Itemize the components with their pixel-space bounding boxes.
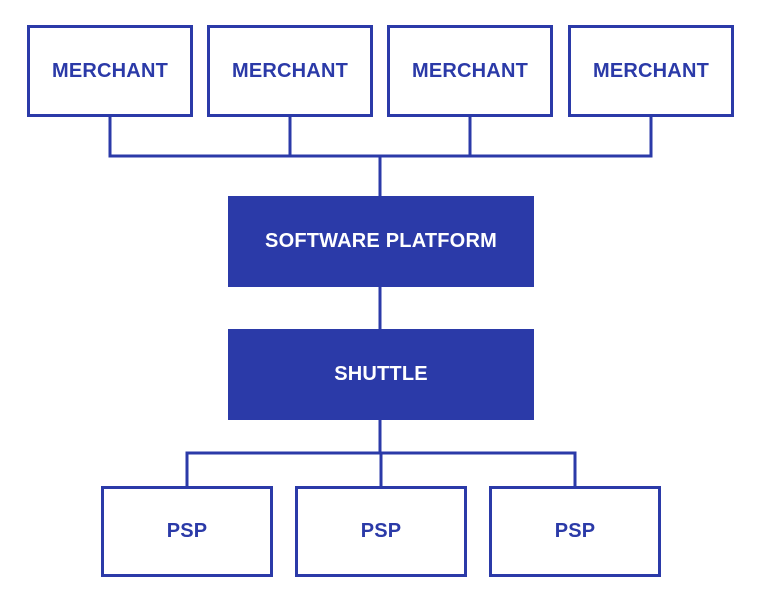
merchant-box-1: MERCHANT xyxy=(27,25,193,117)
shuttle-box: SHUTTLE xyxy=(228,329,534,420)
psp-label: PSP xyxy=(554,520,596,542)
merchant-label: MERCHANT xyxy=(231,59,349,82)
shuttle-label: SHUTTLE xyxy=(334,363,428,385)
software-platform-box: SOFTWARE PLATFORM xyxy=(228,196,534,287)
psp-box-2: PSP xyxy=(295,486,467,577)
merchant-label: MERCHANT xyxy=(411,59,529,82)
merchant-label: MERCHANT xyxy=(592,59,710,82)
psp-box-3: PSP xyxy=(489,486,661,577)
psp-label: PSP xyxy=(360,520,402,542)
software-platform-label: SOFTWARE PLATFORM xyxy=(265,230,497,252)
psp-label: PSP xyxy=(166,520,208,542)
merchant-label: MERCHANT xyxy=(51,59,169,82)
merchant-box-2: MERCHANT xyxy=(207,25,373,117)
merchant-box-4: MERCHANT xyxy=(568,25,734,117)
psp-box-1: PSP xyxy=(101,486,273,577)
merchant-box-3: MERCHANT xyxy=(387,25,553,117)
